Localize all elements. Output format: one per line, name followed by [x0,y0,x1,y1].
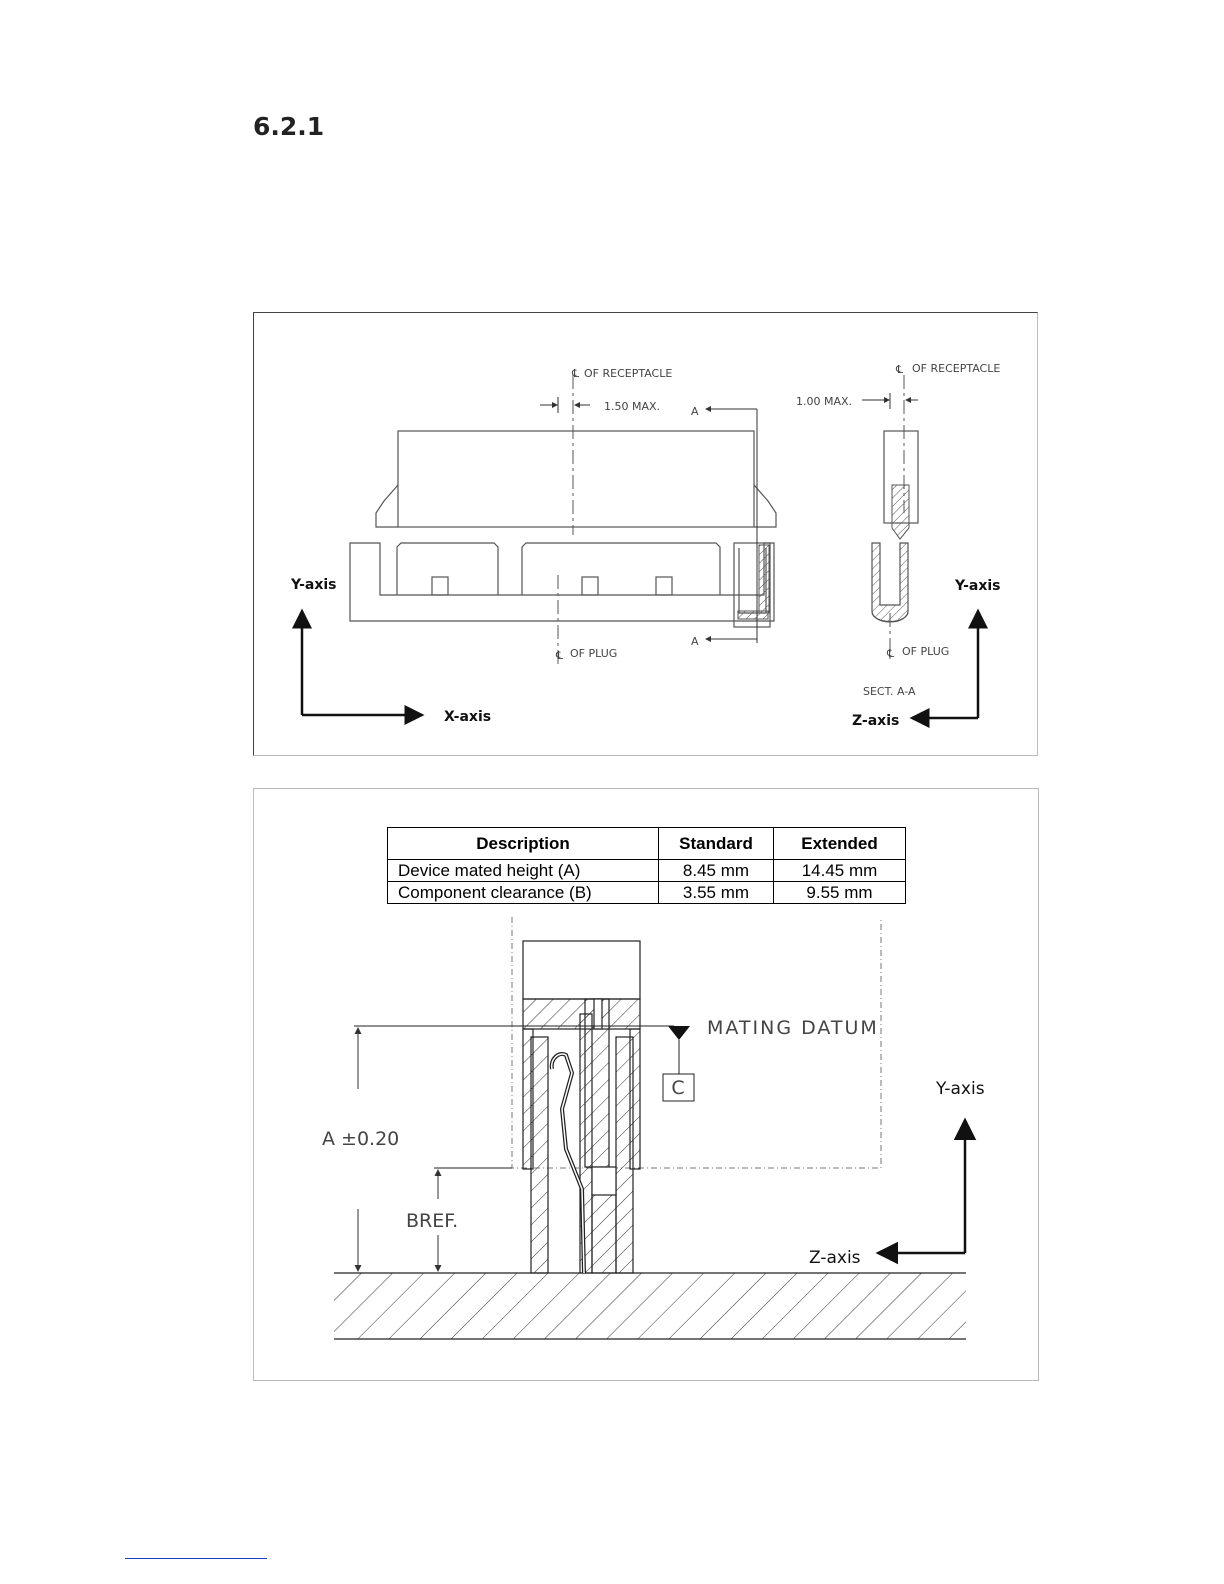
connector-front-section-figure: ℄ OF RECEPTACLE ℄ OF PLUG 1.50 MAX. A A … [253,312,1038,756]
y-axis-label-2: Y-axis [935,1079,985,1099]
dim-1-00-label: 1.00 MAX. [796,395,852,408]
centerline-symbol: ℄ [571,367,579,380]
section-number: 6.2.1 [253,112,324,141]
section-a-arrows [706,409,757,643]
xy-axes [302,611,422,715]
cl-plug-label-side: OF PLUG [902,645,949,658]
section-a-top: A [691,405,699,418]
yz-axes [912,611,978,718]
cl-receptacle-label: OF RECEPTACLE [584,367,672,380]
cl-plug-label: OF PLUG [570,647,617,660]
centerline-symbol: ℄ [555,649,563,662]
mating-datum-label: MATING DATUM [707,1017,879,1039]
datum-triangle [668,1026,690,1040]
dim-1-50-label: 1.50 MAX. [604,400,660,413]
footnote-separator [125,1558,267,1559]
z-axis-label-2: Z-axis [809,1248,861,1268]
centerline-symbol: ℄ [886,647,894,660]
dim-b-label: BREF. [406,1210,458,1232]
cl-receptacle-label-side: OF RECEPTACLE [912,362,1000,375]
dim-a-label: A ±0.20 [322,1128,399,1150]
yz-axes-2 [878,1120,965,1253]
z-axis-label: Z-axis [852,713,899,729]
y-axis-label-right: Y-axis [954,578,1001,594]
section-a-bottom: A [691,635,699,648]
mated-section-drawing: C MATING DATUM A ±0.20 BREF. Y-axis Z-ax… [254,789,1040,1382]
receptacle-body [350,543,774,627]
connector-drawing: ℄ OF RECEPTACLE ℄ OF PLUG 1.50 MAX. A A … [254,313,1039,757]
dimension-1-00 [862,393,918,409]
pcb-board [334,1273,966,1339]
plug-body [376,431,776,527]
datum-letter: C [671,1077,684,1099]
y-axis-label-left: Y-axis [290,577,337,593]
x-axis-label: X-axis [444,709,491,725]
mated-height-figure: Description Standard Extended Device mat… [253,788,1039,1381]
dimension-1-50 [540,397,590,413]
centerline-symbol: ℄ [895,363,903,376]
section-title: SECT. A-A [863,685,916,698]
